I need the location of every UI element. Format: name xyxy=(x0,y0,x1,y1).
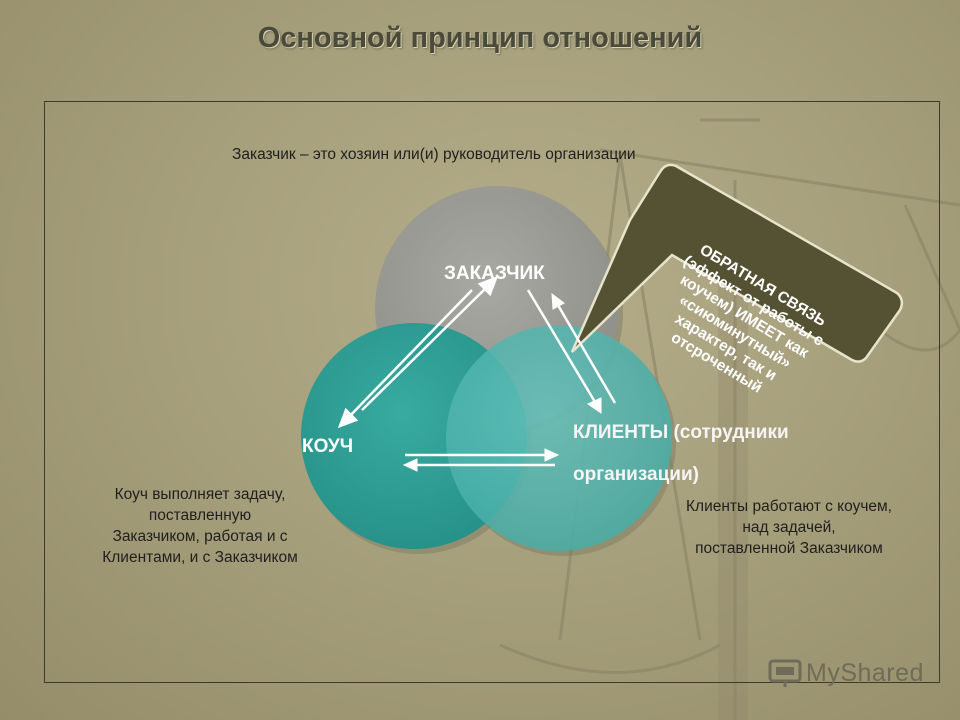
feedback-callout-bubble xyxy=(570,163,904,363)
coach-label: КОУЧ xyxy=(302,436,354,457)
page-title: Основной принцип отношений xyxy=(257,22,703,54)
arrow-clients-to-coach xyxy=(402,458,555,472)
arrow-coach-to-clients xyxy=(405,448,560,462)
clients-label-line-2: организации) xyxy=(573,464,699,485)
coach-desc-line: Коуч выполняет задачу, xyxy=(114,486,286,503)
projector-icon xyxy=(768,659,802,687)
content-frame xyxy=(44,101,940,683)
myshared-logo[interactable]: MyShared xyxy=(768,658,924,688)
arrow-customer-to-coach xyxy=(337,289,473,429)
arrow-customer-to-clients xyxy=(526,289,602,414)
clients-desc-line: Клиенты работают с коучем, xyxy=(686,498,892,515)
logo-text: MyShared xyxy=(806,658,924,687)
definition-text: Заказчик – это хозяин или(и) руководител… xyxy=(232,146,636,163)
clients-desc-line: поставленной Заказчиком xyxy=(695,540,883,557)
customer-label: ЗАКАЗЧИК xyxy=(444,263,545,284)
coach-desc-line: поставленную xyxy=(148,507,252,524)
clients-circle xyxy=(446,325,672,551)
coach-description: Коуч выполняет задачу, поставленную Зака… xyxy=(60,484,340,568)
clients-desc-line: над задачей, xyxy=(742,519,836,536)
clients-label: КЛИЕНТЫ (сотрудники организации) xyxy=(573,412,789,496)
arrow-coach-to-customer xyxy=(361,275,499,411)
coach-desc-line: Клиентами, и с Заказчиком xyxy=(102,549,298,566)
arrow-clients-to-customer xyxy=(551,292,617,404)
coach-desc-line: Заказчиком, работая и с xyxy=(112,528,288,545)
clients-description: Клиенты работают с коучем, над задачей, … xyxy=(648,496,930,559)
clients-label-line-1: КЛИЕНТЫ (сотрудники xyxy=(573,422,789,443)
